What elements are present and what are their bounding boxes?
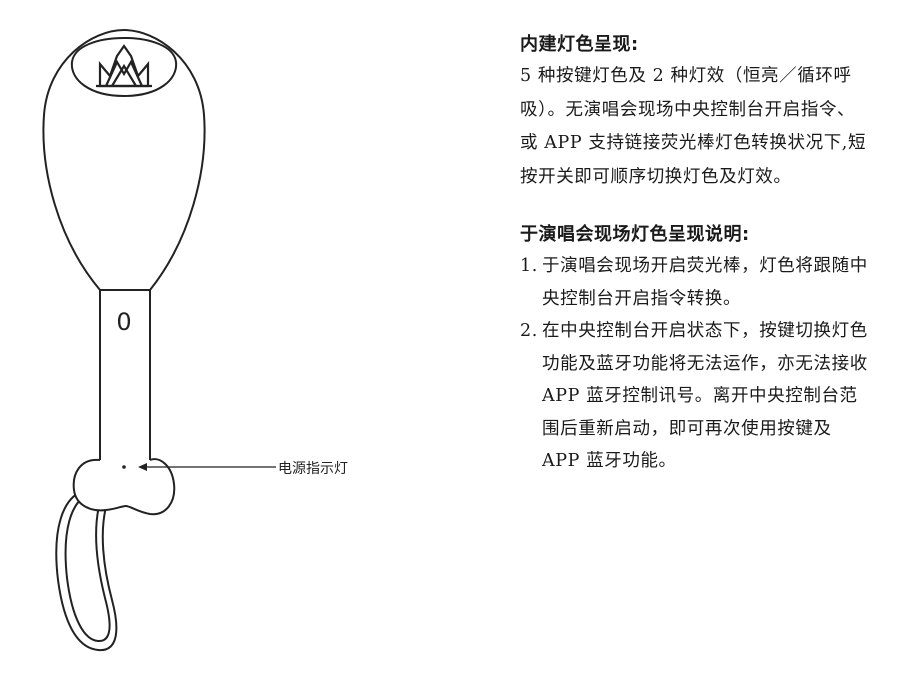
list-item: 2. 在中央控制台开启状态下，按键切换灯色功能及蓝牙功能将无法运作，亦无法接收 … (520, 315, 870, 478)
lightstick-head (42, 28, 206, 291)
section1-body: 5 种按键灯色及 2 种灯效（恒亮／循环呼吸）。无演唱会现场中央控制台开启指令、… (520, 66, 867, 187)
crown-logo-icon (96, 44, 152, 88)
power-indicator-label: 电源指示灯 (278, 461, 348, 477)
section2-list: 1. 于演唱会现场开启荧光棒，灯色将跟随中央控制台开启指令转换。 2. 在中央控… (520, 250, 870, 478)
section2-title: 于演唱会现场灯色呈现说明: (520, 224, 750, 245)
lightstick-diagram: 0 (42, 28, 276, 652)
power-indicator-dot (122, 465, 126, 469)
lightstick-handle (99, 290, 151, 460)
wrist-strap-inner (64, 491, 111, 643)
list-item-number: 1. (520, 256, 538, 276)
list-item-text: 在中央控制台开启状态下，按键切换灯色功能及蓝牙功能将无法运作，亦无法接收 APP… (542, 321, 868, 471)
handle-number: 0 (116, 308, 131, 336)
section1-title: 内建灯色呈现: (520, 34, 639, 55)
list-item: 1. 于演唱会现场开启荧光棒，灯色将跟随中央控制台开启指令转换。 (520, 250, 870, 315)
list-item-number: 2. (520, 321, 538, 341)
wrist-strap (55, 489, 118, 652)
callout-arrow-icon (138, 463, 147, 471)
description-column: 内建灯色呈现: 5 种按键灯色及 2 种灯效（恒亮／循环呼吸）。无演唱会现场中央… (520, 30, 870, 478)
lightstick-base (72, 458, 176, 516)
list-item-text: 于演唱会现场开启荧光棒，灯色将跟随中央控制台开启指令转换。 (542, 256, 868, 309)
